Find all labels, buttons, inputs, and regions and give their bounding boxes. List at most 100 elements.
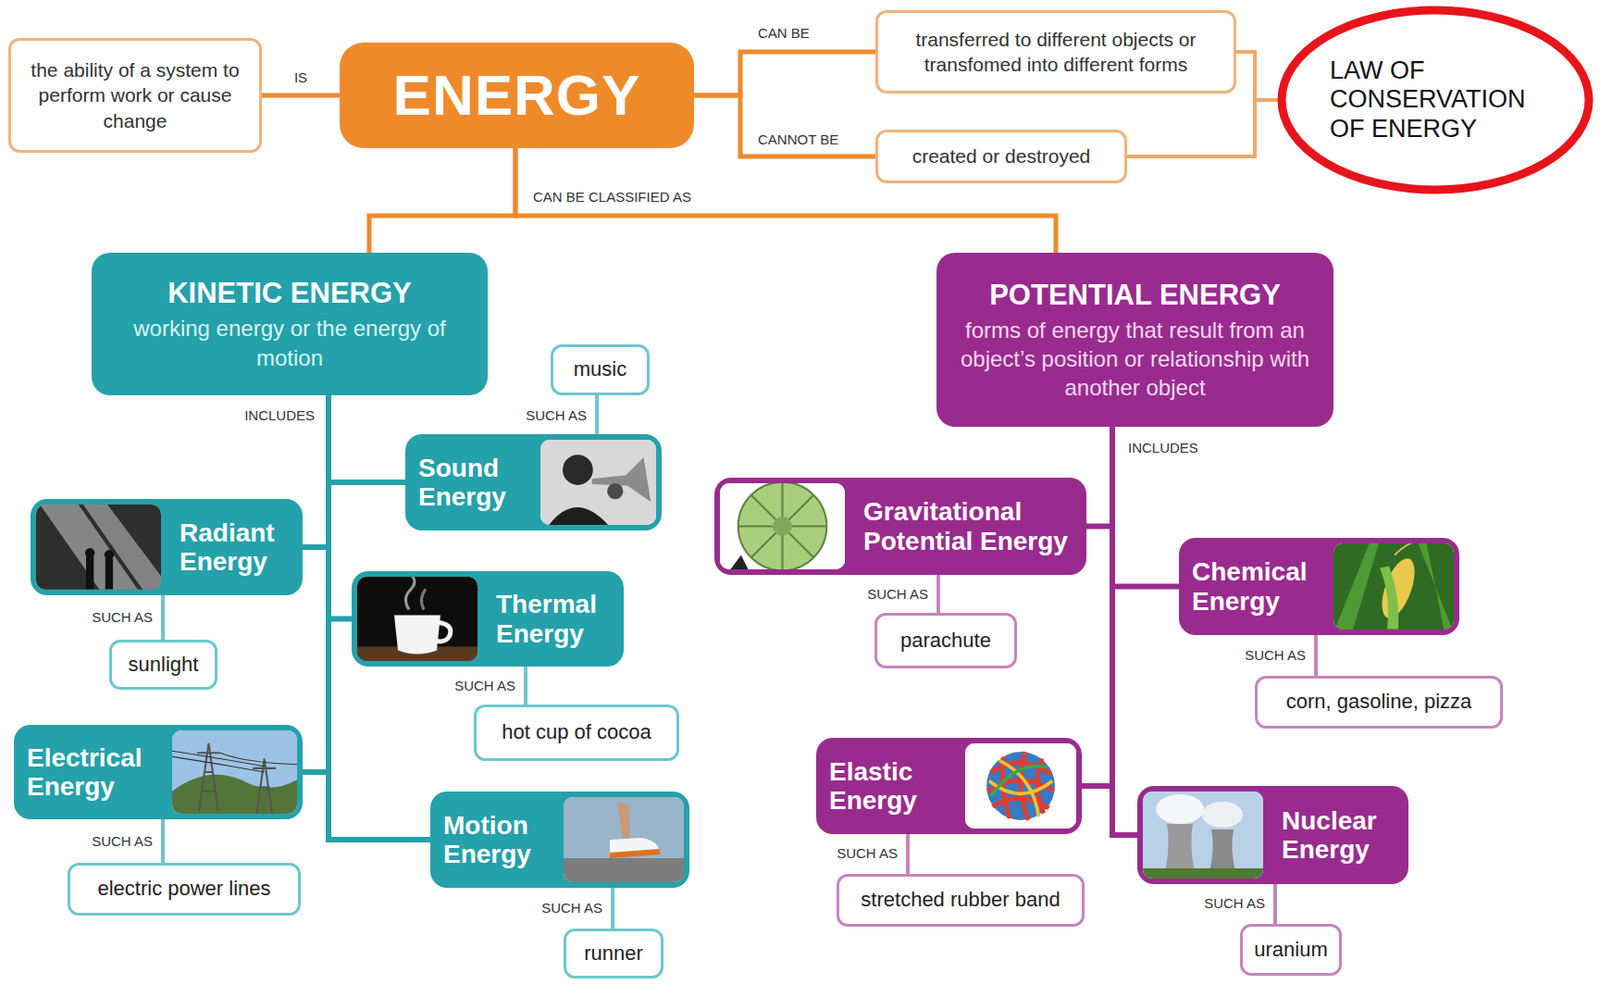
example-text: electric power lines xyxy=(97,876,271,901)
photo-illustration xyxy=(172,730,298,814)
title-box: ENERGY xyxy=(339,42,695,149)
example-text: runner xyxy=(583,941,644,966)
energy-type-box: Electrical Energy xyxy=(13,724,303,819)
connector-line xyxy=(1112,426,1138,835)
connector-line xyxy=(905,833,910,874)
connector-label: SUCH AS xyxy=(1201,894,1268,913)
photo-drawing xyxy=(563,796,684,882)
connector-line xyxy=(595,395,599,435)
text-area: Thermal Energy xyxy=(483,570,624,667)
definition-text: transferred to different objects or tran… xyxy=(889,26,1223,78)
definition-box: the ability of a system to perform work … xyxy=(8,37,262,153)
example-text: corn, gasoline, pizza xyxy=(1286,689,1473,714)
connector-line xyxy=(161,818,165,863)
title-text: ENERGY xyxy=(393,63,642,127)
energy-type-box: Gravitational Potential Energy xyxy=(714,477,1087,575)
example-text: parachute xyxy=(900,628,992,653)
energy-type-box: Radiant Energy xyxy=(30,498,303,596)
connector-label: SUCH AS xyxy=(538,899,606,918)
connector-label: SUCH AS xyxy=(88,832,156,851)
text-area: Sound Energy xyxy=(405,434,535,531)
connector-line xyxy=(610,887,615,929)
photo-drawing xyxy=(36,504,162,590)
photo-illustration xyxy=(563,796,684,882)
law-text: LAW OF CONSERVATION OF ENERGY xyxy=(1329,56,1541,143)
connector-line xyxy=(1314,634,1318,676)
connector-line xyxy=(523,666,528,705)
definition-text: created or destroyed xyxy=(912,143,1092,169)
energy-type-name: Elastic Energy xyxy=(829,756,949,816)
energy-type-box: Motion Energy xyxy=(430,791,690,888)
connector-line xyxy=(1081,426,1113,786)
example-box: hot cup of cocoa xyxy=(473,704,680,761)
connector-line xyxy=(328,395,406,483)
connector-line xyxy=(936,574,941,613)
connector-line xyxy=(694,51,876,96)
example-box: corn, gasoline, pizza xyxy=(1254,675,1503,729)
photo-illustration xyxy=(965,743,1077,829)
definition-box: transferred to different objects or tran… xyxy=(875,10,1237,94)
example-box: stretched rubber band xyxy=(836,873,1085,927)
connector-label: SUCH AS xyxy=(522,407,590,425)
text-area: Motion Energy xyxy=(430,791,559,888)
photo-drawing xyxy=(172,730,298,814)
energy-type-name: Electrical Energy xyxy=(26,743,156,802)
category-title: POTENTIAL ENERGY xyxy=(989,277,1281,312)
example-box: electric power lines xyxy=(67,862,301,916)
connector-line xyxy=(302,395,329,772)
connector-label: IS xyxy=(291,69,311,87)
energy-type-box: Elastic Energy xyxy=(816,737,1082,834)
connector-line xyxy=(1086,426,1113,527)
connector-label: CANNOT BE xyxy=(755,131,842,149)
connector-label: CAN BE CLASSIFIED AS xyxy=(530,188,695,207)
energy-type-name: Motion Energy xyxy=(443,810,547,869)
example-text: music xyxy=(573,357,627,382)
energy-type-name: Chemical Energy xyxy=(1191,557,1317,616)
connector-label: SUCH AS xyxy=(1241,646,1309,665)
energy-type-name: Sound Energy xyxy=(418,453,524,512)
connector-line xyxy=(261,93,340,99)
connector-label: CAN BE xyxy=(755,24,813,43)
energy-type-name: Thermal Energy xyxy=(496,589,613,648)
example-box: runner xyxy=(563,928,664,979)
text-area: Chemical Energy xyxy=(1178,537,1328,635)
example-text: hot cup of cocoa xyxy=(501,719,651,745)
connector-label: SUCH AS xyxy=(88,608,156,627)
category-description: working energy or the energy of motion xyxy=(108,313,472,372)
connector-line xyxy=(694,95,876,157)
photo-drawing xyxy=(719,483,845,570)
photo-illustration xyxy=(1142,791,1264,879)
text-area: Electrical Energy xyxy=(13,724,167,819)
photo-illustration xyxy=(540,439,657,525)
connector-line xyxy=(369,148,516,253)
connector-line xyxy=(161,595,165,640)
connector-line xyxy=(1273,883,1278,924)
example-text: uranium xyxy=(1253,937,1328,962)
energy-type-box: Thermal Energy xyxy=(351,570,624,667)
photo-drawing xyxy=(540,439,657,525)
photo-illustration xyxy=(1333,543,1454,630)
photo-drawing xyxy=(357,576,478,661)
example-text: stretched rubber band xyxy=(860,887,1060,912)
example-box: uranium xyxy=(1240,923,1342,976)
text-area: Radiant Energy xyxy=(166,498,303,596)
connector-label: SUCH AS xyxy=(864,585,931,604)
energy-type-box: Nuclear Energy xyxy=(1137,785,1409,884)
connector-line xyxy=(328,395,352,620)
photo-illustration xyxy=(357,576,478,661)
text-area: Nuclear Energy xyxy=(1268,785,1409,884)
energy-type-name: Radiant Energy xyxy=(179,518,292,577)
category-description: forms of energy that result from an obje… xyxy=(953,315,1317,403)
photo-illustration xyxy=(719,483,845,570)
energy-type-name: Gravitational Potential Energy xyxy=(863,496,1076,556)
energy-type-name: Nuclear Energy xyxy=(1281,806,1398,865)
category-box: POTENTIAL ENERGYforms of energy that res… xyxy=(936,252,1334,427)
connector-label: INCLUDES xyxy=(241,407,318,425)
photo-drawing xyxy=(1142,791,1264,879)
connector-label: INCLUDES xyxy=(1125,439,1202,458)
connector-label: SUCH AS xyxy=(451,677,519,695)
photo-drawing xyxy=(1333,543,1454,630)
example-box: sunlight xyxy=(109,639,218,690)
connector-line xyxy=(1236,51,1278,100)
